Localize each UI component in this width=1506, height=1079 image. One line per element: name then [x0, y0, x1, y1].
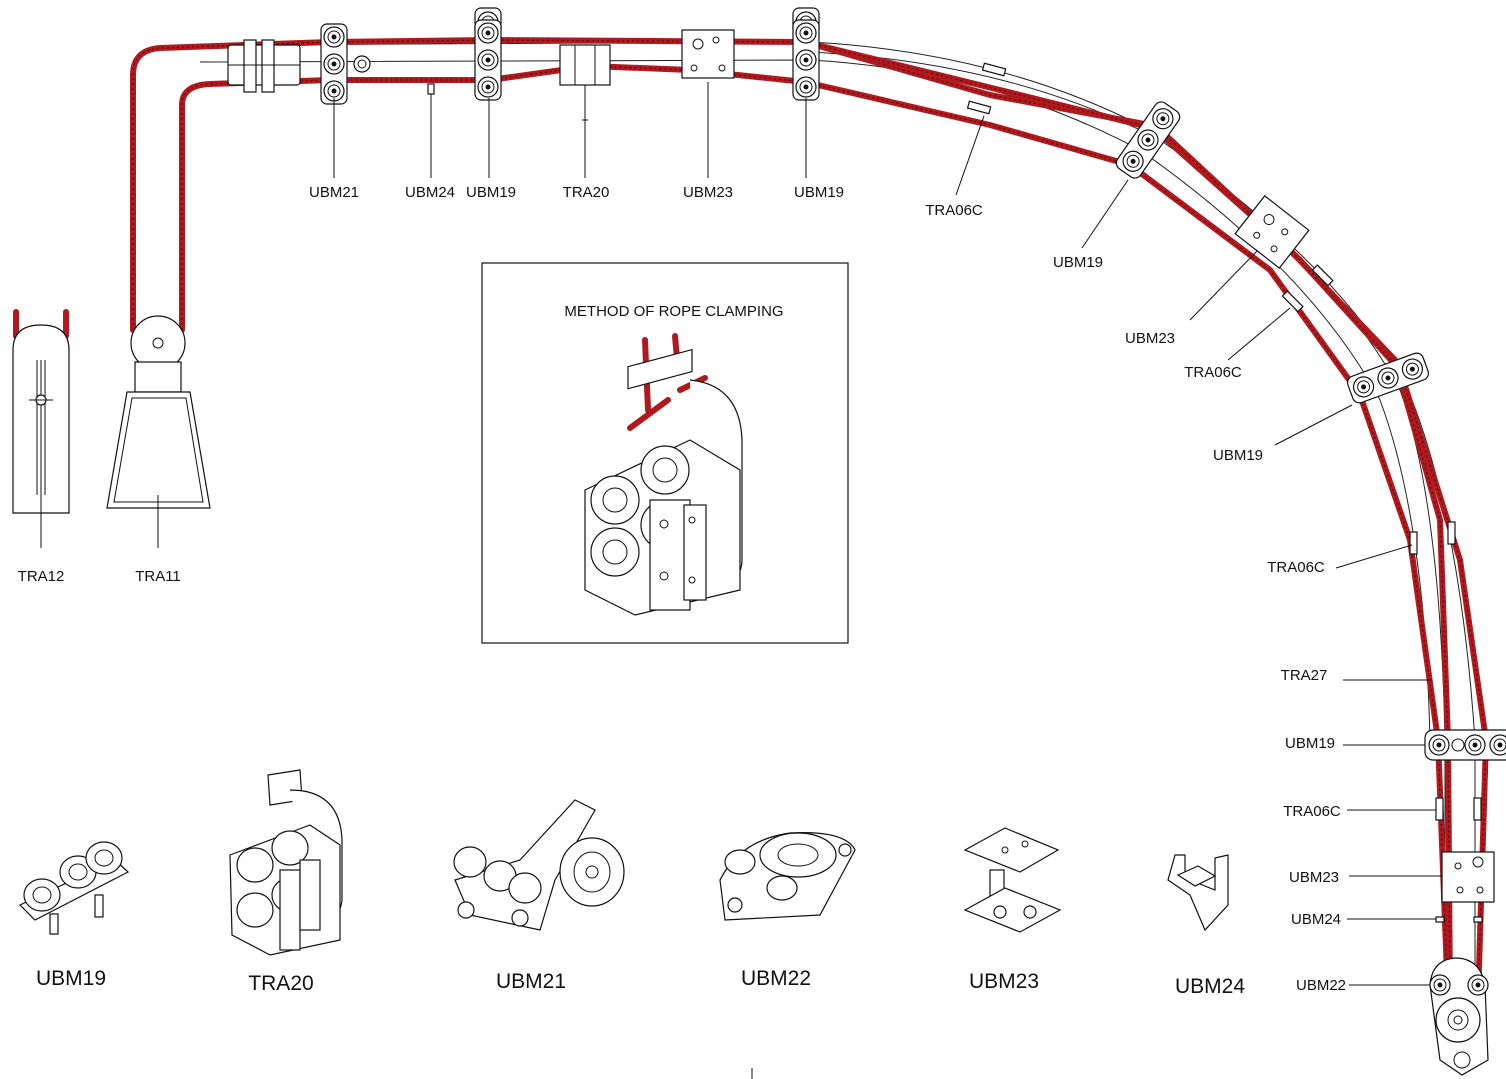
- tra06c-clip-a: [966, 62, 1007, 115]
- callout-ubm19-curve-a: UBM19: [1053, 254, 1103, 271]
- ubm24-top-bracket: [427, 83, 435, 95]
- callout-tra06c-right: TRA06C: [1283, 803, 1341, 820]
- legend-label-ubm23: UBM23: [969, 970, 1039, 993]
- ubm19-right-trolley: [1424, 729, 1506, 761]
- callout-tra06c-c: TRA06C: [1267, 559, 1325, 576]
- rope-clamp-left: [227, 39, 301, 93]
- legend-label-tra20: TRA20: [248, 972, 313, 995]
- tra12-take-up: [12, 324, 70, 514]
- rope-outer: [802, 39, 1489, 1003]
- legend-label-ubm22: UBM22: [741, 967, 811, 990]
- callout-ubm23-right: UBM23: [1289, 869, 1339, 886]
- callout-ubm19-top-a: UBM19: [466, 184, 516, 201]
- legend-label-ubm24: UBM24: [1175, 975, 1245, 998]
- leader-lines: [40, 82, 1442, 1079]
- legend-label-ubm21: UBM21: [496, 970, 566, 993]
- tra11-tensioner: [106, 315, 211, 509]
- callout-tra06c-a: TRA06C: [925, 202, 983, 219]
- callout-tra11: TRA11: [135, 568, 181, 585]
- tra06c-clip-b: [1281, 264, 1334, 313]
- callout-ubm24-right: UBM24: [1291, 911, 1341, 928]
- callout-labels: UBM21 UBM24 UBM19 TRA20 UBM23 UBM19 TRA0…: [18, 184, 1346, 994]
- callout-tra06c-b: TRA06C: [1184, 364, 1242, 381]
- callout-ubm21-top: UBM21: [309, 184, 359, 201]
- tra06c-clip-c: [1409, 521, 1456, 555]
- callout-ubm23-top: UBM23: [683, 184, 733, 201]
- tra06c-right-clip: [1435, 797, 1482, 821]
- tra20-top-clamp: [559, 44, 611, 121]
- ubm19-curve-b-trolley: [1346, 352, 1430, 404]
- ubm19-top-b-trolley: [792, 7, 820, 100]
- rope-clamping-inset: METHOD OF ROPE CLAMPING: [481, 262, 849, 644]
- legend-ubm19-drawing: [18, 841, 130, 935]
- callout-tra12: TRA12: [18, 568, 65, 585]
- callout-ubm24-top: UBM24: [405, 184, 455, 201]
- ubm21-top-trolley: [321, 24, 371, 104]
- ubm23-right-plate: [1441, 851, 1495, 903]
- ubm22-right-pulley: [1429, 957, 1489, 1076]
- legend-ubm22-drawing: [719, 832, 856, 921]
- ubm19-curve-a-trolley: [1115, 101, 1181, 179]
- ubm23-top-plate: [681, 29, 735, 79]
- callout-ubm19-right: UBM19: [1285, 735, 1335, 752]
- callout-tra20-top: TRA20: [563, 184, 610, 201]
- part-legend: UBM19 TRA20 UBM21 UBM22 UBM23 UBM24: [36, 967, 1245, 998]
- legend-tra20-drawing: [229, 769, 343, 956]
- legend-ubm23-drawing: [963, 827, 1062, 933]
- callout-tra27: TRA27: [1281, 667, 1328, 684]
- callout-ubm23-curve: UBM23: [1125, 330, 1175, 347]
- tra12-rope-stubs: [13, 309, 69, 339]
- callout-ubm22-right: UBM22: [1296, 977, 1346, 994]
- callout-ubm19-curve-b: UBM19: [1213, 447, 1263, 464]
- ubm19-top-a-trolley: [474, 7, 502, 100]
- inset-title: METHOD OF ROPE CLAMPING: [564, 303, 783, 320]
- legend-label-ubm19: UBM19: [36, 967, 106, 990]
- legend-ubm21-drawing: [453, 799, 625, 931]
- callout-ubm19-top-b: UBM19: [794, 184, 844, 201]
- ubm24-right-bracket: [1435, 916, 1483, 923]
- inset-clamp-drawing: [584, 333, 743, 616]
- legend-ubm24-drawing: [1167, 854, 1229, 932]
